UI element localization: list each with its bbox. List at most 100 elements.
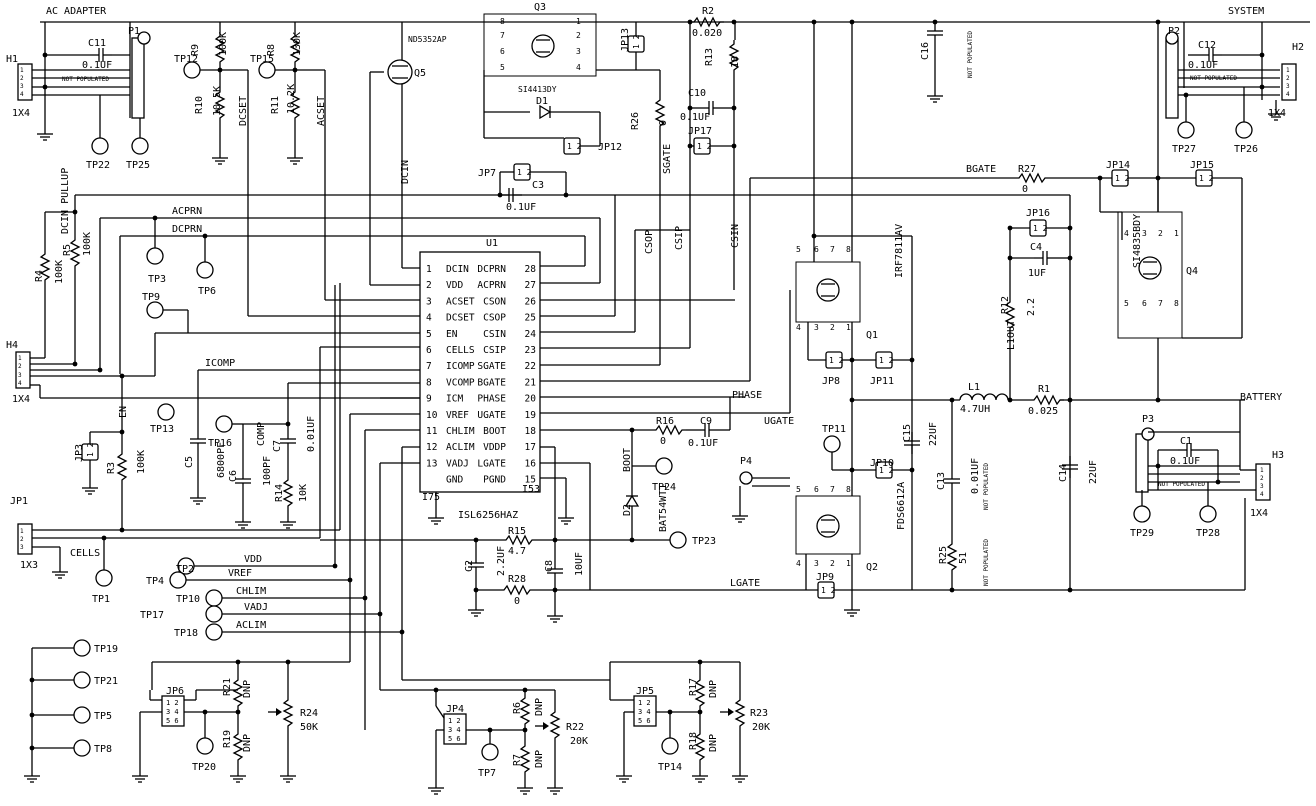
svg-text:1UF: 1UF bbox=[1028, 268, 1046, 279]
svg-text:BAT54WT1: BAT54WT1 bbox=[658, 484, 669, 532]
u1-pin-num: 6 bbox=[426, 345, 432, 356]
svg-text:3 4: 3 4 bbox=[638, 708, 651, 716]
svg-text:4: 4 bbox=[20, 91, 24, 98]
c13-r25-snubber: C13 0.01UF NOT POPULATED R25 51 NOT POPU… bbox=[936, 397, 990, 593]
svg-text:R26: R26 bbox=[630, 112, 641, 130]
svg-text:18: 18 bbox=[730, 56, 741, 68]
svg-text:1 2: 1 2 bbox=[448, 717, 461, 725]
svg-text:1 2: 1 2 bbox=[1115, 174, 1130, 183]
svg-text:DNP: DNP bbox=[534, 750, 545, 768]
svg-text:COMP: COMP bbox=[256, 422, 267, 446]
u1-pin-name: ICM bbox=[446, 394, 463, 405]
svg-text:I53: I53 bbox=[522, 484, 540, 495]
svg-text:1 2: 1 2 bbox=[632, 34, 641, 49]
boot-network: R16 0 C9 0.1UF BOOT D2 BAT54WT1 TP24 bbox=[540, 397, 731, 540]
c1-capacitor: C1 0.1UF NOT POPULATED bbox=[1158, 436, 1218, 488]
svg-text:R27: R27 bbox=[1018, 164, 1036, 175]
svg-text:TP6: TP6 bbox=[198, 286, 216, 297]
svg-text:Q4: Q4 bbox=[1186, 266, 1198, 277]
jp8-jumper: 1 2 JP8 bbox=[808, 351, 852, 387]
svg-text:3 4: 3 4 bbox=[448, 726, 461, 734]
u1-pin-name: VADJ bbox=[446, 458, 469, 469]
svg-text:1: 1 bbox=[18, 355, 22, 362]
svg-text:10.2K: 10.2K bbox=[286, 84, 297, 114]
svg-text:P3: P3 bbox=[1142, 414, 1154, 425]
svg-text:R18: R18 bbox=[688, 732, 699, 750]
c16-capacitor: C16 NOT POPULATED bbox=[920, 19, 974, 103]
svg-text:100PF: 100PF bbox=[262, 456, 273, 486]
h1-type: 1X4 bbox=[12, 108, 30, 119]
svg-text:LGATE: LGATE bbox=[730, 578, 760, 589]
svg-text:2: 2 bbox=[1260, 475, 1264, 482]
svg-text:100K: 100K bbox=[136, 450, 147, 474]
svg-text:R22: R22 bbox=[566, 722, 584, 733]
u1-pin-num: 17 bbox=[525, 442, 536, 453]
svg-text:1: 1 bbox=[1260, 467, 1264, 474]
tp11-test-point: TP11 bbox=[822, 424, 852, 471]
svg-text:TP22: TP22 bbox=[86, 160, 110, 171]
u1-pin-name: CSIN bbox=[483, 329, 506, 340]
svg-text:C15: C15 bbox=[902, 424, 913, 442]
svg-text:R4: R4 bbox=[34, 270, 45, 282]
p4-connector: P4 bbox=[731, 456, 790, 523]
p1-connector: P1 bbox=[99, 22, 151, 138]
svg-text:C14: C14 bbox=[1058, 464, 1069, 482]
h4-header: 1 2 3 4 H4 1X4 bbox=[6, 340, 420, 405]
svg-text:TP17: TP17 bbox=[140, 610, 164, 621]
svg-text:3: 3 bbox=[1286, 83, 1290, 90]
u1-pin-name: ACSET bbox=[446, 296, 475, 307]
svg-text:DNP: DNP bbox=[708, 734, 719, 752]
svg-text:1X4: 1X4 bbox=[1250, 508, 1268, 519]
u1-pin-num: 4 bbox=[426, 313, 432, 324]
svg-text:TP27: TP27 bbox=[1172, 144, 1196, 155]
u1-pin-name: ACLIM bbox=[446, 442, 475, 453]
svg-text:JP3: JP3 bbox=[74, 444, 85, 462]
svg-text:JP11: JP11 bbox=[870, 376, 894, 387]
svg-text:VDD: VDD bbox=[244, 554, 262, 565]
jp13-jumper: 1 2 JP13 bbox=[620, 22, 645, 70]
u1-pin-num: 7 bbox=[426, 361, 432, 372]
svg-text:TP2: TP2 bbox=[176, 564, 194, 575]
svg-text:6: 6 bbox=[814, 245, 819, 254]
svg-text:Q2: Q2 bbox=[866, 562, 878, 573]
svg-text:0: 0 bbox=[1022, 184, 1028, 195]
svg-text:JP17: JP17 bbox=[688, 126, 712, 137]
c11-capacitor: C11 0.1UF NOT POPULATED bbox=[45, 38, 130, 83]
svg-text:7: 7 bbox=[830, 485, 835, 494]
svg-text:D1: D1 bbox=[536, 96, 548, 107]
svg-text:0.1UF: 0.1UF bbox=[680, 112, 710, 123]
svg-text:JP8: JP8 bbox=[822, 376, 840, 387]
svg-text:C3: C3 bbox=[532, 180, 544, 191]
u1-pin-name: DCIN bbox=[446, 264, 469, 275]
svg-text:P2: P2 bbox=[1168, 26, 1180, 37]
svg-text:NOT POPULATED: NOT POPULATED bbox=[983, 463, 990, 510]
en-net: TP9 EN R3 100K 1 2 JP3 bbox=[74, 292, 420, 530]
u1-pin-name: VCOMP bbox=[446, 377, 475, 388]
svg-text:6800PF: 6800PF bbox=[216, 442, 227, 478]
jp14-jumper: 1 2 JP14 bbox=[1097, 160, 1196, 240]
u1-pin-name: EN bbox=[446, 329, 458, 340]
svg-text:DNP: DNP bbox=[242, 734, 253, 752]
svg-text:C10: C10 bbox=[688, 88, 706, 99]
net-label-ac-adapter: AC ADAPTER bbox=[46, 6, 107, 17]
tp25-test-point: TP25 bbox=[126, 137, 150, 171]
jp1-header: 1 2 3 JP1 1X3 CELLS TP1 bbox=[10, 283, 420, 605]
u1-pin-name: UGATE bbox=[477, 410, 506, 421]
svg-text:1 2: 1 2 bbox=[517, 168, 532, 177]
svg-text:5: 5 bbox=[796, 245, 801, 254]
svg-text:C13: C13 bbox=[936, 472, 947, 490]
r26-resistor: R26 0 SGATE bbox=[630, 70, 673, 365]
svg-text:Q1: Q1 bbox=[866, 330, 878, 341]
svg-text:4: 4 bbox=[796, 323, 801, 332]
svg-text:TP18: TP18 bbox=[174, 628, 198, 639]
svg-text:TP12: TP12 bbox=[174, 54, 198, 65]
svg-text:0.1UF: 0.1UF bbox=[82, 60, 112, 71]
u1-pin-num: 10 bbox=[426, 410, 438, 421]
svg-text:Q3: Q3 bbox=[534, 2, 546, 13]
svg-text:1X4: 1X4 bbox=[1268, 108, 1286, 119]
svg-text:1: 1 bbox=[846, 559, 851, 568]
svg-text:JP6: JP6 bbox=[166, 686, 184, 697]
u1-pin-num: 25 bbox=[525, 313, 536, 324]
svg-text:ND5352AP: ND5352AP bbox=[408, 35, 447, 44]
